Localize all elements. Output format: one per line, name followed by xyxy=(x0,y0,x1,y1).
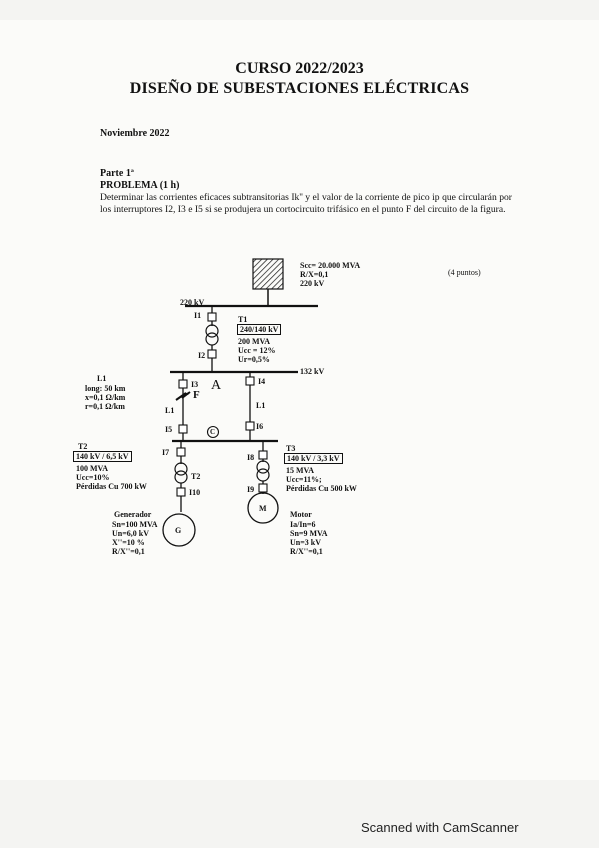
breaker-i4-icon xyxy=(245,376,255,386)
breaker-i1-icon xyxy=(207,312,217,322)
transformer-t1-icon xyxy=(205,324,219,338)
fault-f-label: F xyxy=(193,389,200,401)
breaker-i8-icon xyxy=(258,450,268,460)
part-label: Parte 1ª xyxy=(100,168,134,179)
transformer-t3-icon xyxy=(256,460,270,474)
breaker-i8-label: I8 xyxy=(247,453,255,462)
t1-name: T1 xyxy=(238,315,248,324)
t2-tag: T2 xyxy=(191,472,201,481)
line-l1-title: L1 xyxy=(97,374,107,383)
point-c-icon xyxy=(206,425,220,439)
grid-source-icon xyxy=(252,258,284,290)
line-l1-right-label: L1 xyxy=(256,401,266,410)
breaker-i6-label: I6 xyxy=(256,422,264,431)
breaker-i9-label: I9 xyxy=(247,485,255,494)
breaker-i5-icon xyxy=(178,424,188,434)
breaker-i2-label: I2 xyxy=(198,351,206,360)
fault-f-icon xyxy=(175,391,191,401)
scanner-watermark: Scanned with CamScanner xyxy=(361,820,519,835)
breaker-i6-icon xyxy=(245,421,255,431)
t1-ratio: 240/140 kV xyxy=(237,324,282,335)
t3-name: T3 xyxy=(286,444,296,453)
course-title: CURSO 2022/2023 xyxy=(235,60,364,77)
paper-sheet xyxy=(0,20,599,780)
subject-title: DISEÑO DE SUBESTACIONES ELÉCTRICAS xyxy=(129,80,470,97)
bus-220kv-label: 220 kV xyxy=(180,298,205,307)
line-l1-left-label: L1 xyxy=(165,406,175,415)
breaker-i10-icon xyxy=(176,487,186,497)
generator-icon xyxy=(162,513,196,547)
breaker-i7-label: I7 xyxy=(162,448,170,457)
breaker-i5-label: I5 xyxy=(165,425,173,434)
transformer-t2-icon xyxy=(174,462,188,476)
motor-symbol: M xyxy=(259,504,267,513)
t2-ratio: 140 kV / 6,5 kV xyxy=(73,451,132,462)
breaker-i9-icon xyxy=(258,483,268,493)
t3-ratio: 140 kV / 3,3 kV xyxy=(284,453,343,464)
breaker-i7-icon xyxy=(176,447,186,457)
breaker-i3-icon xyxy=(178,379,188,389)
point-c-label: C xyxy=(210,428,216,436)
problem-title: PROBLEMA (1 h) xyxy=(100,180,180,191)
breaker-i3-label: I3 xyxy=(191,380,199,389)
point-a-label: A xyxy=(211,378,222,393)
problem-statement: Determinar las corrientes eficaces subtr… xyxy=(100,192,512,215)
breaker-i1-label: I1 xyxy=(194,311,202,320)
bus-132kv-label: 132 kV xyxy=(300,367,325,376)
breaker-i4-label: I4 xyxy=(258,377,266,386)
generator-title: Generador xyxy=(114,510,152,519)
breaker-i2-icon xyxy=(207,349,217,359)
motor-icon xyxy=(247,492,279,524)
motor-title: Motor xyxy=(290,510,312,519)
exam-date: Noviembre 2022 xyxy=(100,128,170,139)
t2-name: T2 xyxy=(78,442,88,451)
breaker-i10-label: I10 xyxy=(189,488,201,497)
points-label: (4 puntos) xyxy=(448,268,481,277)
generator-symbol: G xyxy=(175,526,182,535)
